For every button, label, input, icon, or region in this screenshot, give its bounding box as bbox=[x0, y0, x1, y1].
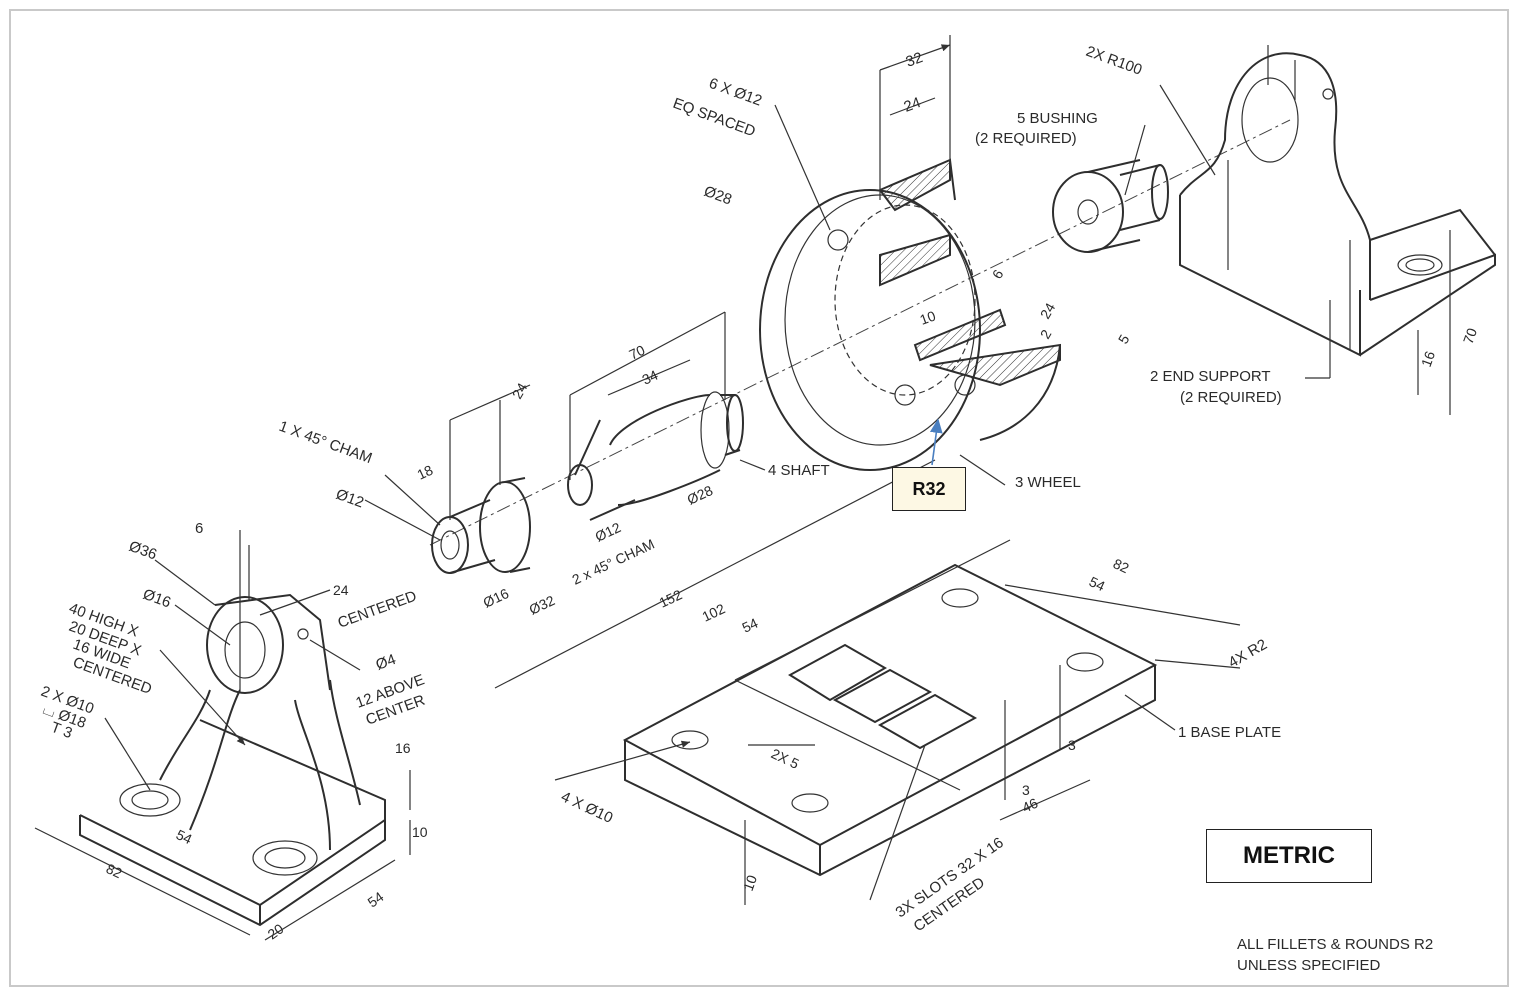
r32-leader-arrow bbox=[929, 418, 943, 466]
base-plate bbox=[622, 539, 1158, 877]
label-base-plate: 1 BASE PLATE bbox=[1178, 724, 1281, 741]
label-d12-shaft: Ø12 bbox=[593, 519, 624, 545]
label-dim-24-wheel: 24 bbox=[902, 94, 923, 116]
label-dim-34-shaft: 34 bbox=[640, 367, 661, 388]
label-dim-6-wheel: 6 bbox=[989, 267, 1007, 282]
label-end-support: 2 END SUPPORT bbox=[1150, 368, 1271, 385]
label-dim-70-shaft: 70 bbox=[627, 342, 648, 363]
label-dim-54-plate: 54 bbox=[740, 615, 761, 636]
label-dim-16-support: 16 bbox=[1418, 349, 1438, 369]
label-dim-10-plate: 10 bbox=[740, 873, 760, 893]
label-cham-shaft: 2 x 45° CHAM bbox=[570, 536, 657, 588]
label-dim-18-bushing: 18 bbox=[415, 462, 436, 483]
assembly-axis bbox=[429, 119, 1291, 546]
label-fillets-1: ALL FILLETS & ROUNDS R2 bbox=[1237, 936, 1433, 953]
shaft bbox=[567, 391, 744, 521]
label-dim-54-base-sup: 54 bbox=[174, 826, 195, 847]
label-bushing-req: (2 REQUIRED) bbox=[975, 130, 1077, 147]
label-fillets-2: UNLESS SPECIFIED bbox=[1237, 957, 1381, 974]
label-holes-wheel: 6 X Ø12 bbox=[707, 75, 765, 110]
label-d12-bushing: Ø12 bbox=[334, 486, 366, 512]
bushing-right bbox=[1052, 159, 1169, 253]
label-r2: 4X R2 bbox=[1226, 636, 1271, 672]
label-dim-82-plate: 82 bbox=[1111, 555, 1132, 576]
label-holes-plate: 4 X Ø10 bbox=[558, 788, 615, 827]
r32-callout: R32 bbox=[892, 467, 966, 511]
label-cbore-3: T 3 bbox=[49, 719, 75, 742]
label-dim-24-bushing: 24 bbox=[509, 380, 531, 402]
metric-callout: METRIC bbox=[1206, 829, 1372, 883]
label-dim-32: 32 bbox=[904, 49, 925, 71]
label-dim-20: 20 bbox=[265, 920, 287, 942]
label-dim-54-plate-r: 54 bbox=[1087, 573, 1108, 594]
label-dim-2x5: 2X 5 bbox=[769, 745, 802, 772]
label-d36-support: Ø36 bbox=[127, 538, 159, 564]
label-dim-46: 46 bbox=[1020, 795, 1041, 816]
label-d32-bushing: Ø32 bbox=[527, 592, 558, 618]
label-d16-support: Ø16 bbox=[141, 586, 173, 612]
label-cham-bushing: 1 X 45° CHAM bbox=[277, 418, 375, 467]
label-dim-152: 152 bbox=[657, 586, 685, 610]
plate-slots bbox=[788, 643, 978, 750]
r32-callout-text: R32 bbox=[912, 478, 946, 499]
label-wheel: 3 WHEEL bbox=[1015, 474, 1081, 491]
label-d16-bushing: Ø16 bbox=[481, 585, 512, 611]
end-support-left bbox=[79, 530, 386, 927]
label-dim-10-side: 10 bbox=[412, 824, 428, 840]
label-dim-3-a: 3 bbox=[1068, 737, 1076, 753]
label-d28-shaft: Ø28 bbox=[685, 482, 716, 508]
label-end-support-req: (2 REQUIRED) bbox=[1180, 389, 1282, 406]
label-dim-6-support: 6 bbox=[195, 520, 203, 537]
wheel bbox=[759, 158, 1061, 471]
label-shaft: 4 SHAFT bbox=[768, 462, 830, 479]
metric-callout-text: METRIC bbox=[1243, 842, 1335, 869]
label-dim-3-b: 3 bbox=[1022, 782, 1030, 798]
dimension-lines bbox=[34, 35, 1451, 941]
label-dim-54-side: 54 bbox=[365, 888, 387, 910]
label-dim-16-side: 16 bbox=[395, 740, 411, 756]
label-dim-70-support: 70 bbox=[1460, 326, 1480, 346]
label-d4: Ø4 bbox=[374, 651, 399, 674]
bushing-left bbox=[431, 477, 531, 574]
label-r100: 2X R100 bbox=[1084, 43, 1145, 79]
label-dim-102: 102 bbox=[700, 600, 728, 624]
label-dim-2-rim: 2 bbox=[1037, 327, 1055, 342]
sheet-border bbox=[9, 9, 1509, 987]
label-dim-10-wheel: 10 bbox=[918, 307, 938, 327]
label-bushing: 5 BUSHING bbox=[1017, 110, 1098, 127]
label-dim-24-centered: 24 bbox=[333, 582, 349, 598]
label-dim-5-rim: 5 bbox=[1115, 332, 1133, 347]
label-dim-24-rim: 24 bbox=[1037, 300, 1059, 322]
label-dim-82-sup: 82 bbox=[104, 860, 125, 881]
end-support-right bbox=[1179, 45, 1496, 357]
label-d28-wheel: Ø28 bbox=[702, 183, 734, 209]
